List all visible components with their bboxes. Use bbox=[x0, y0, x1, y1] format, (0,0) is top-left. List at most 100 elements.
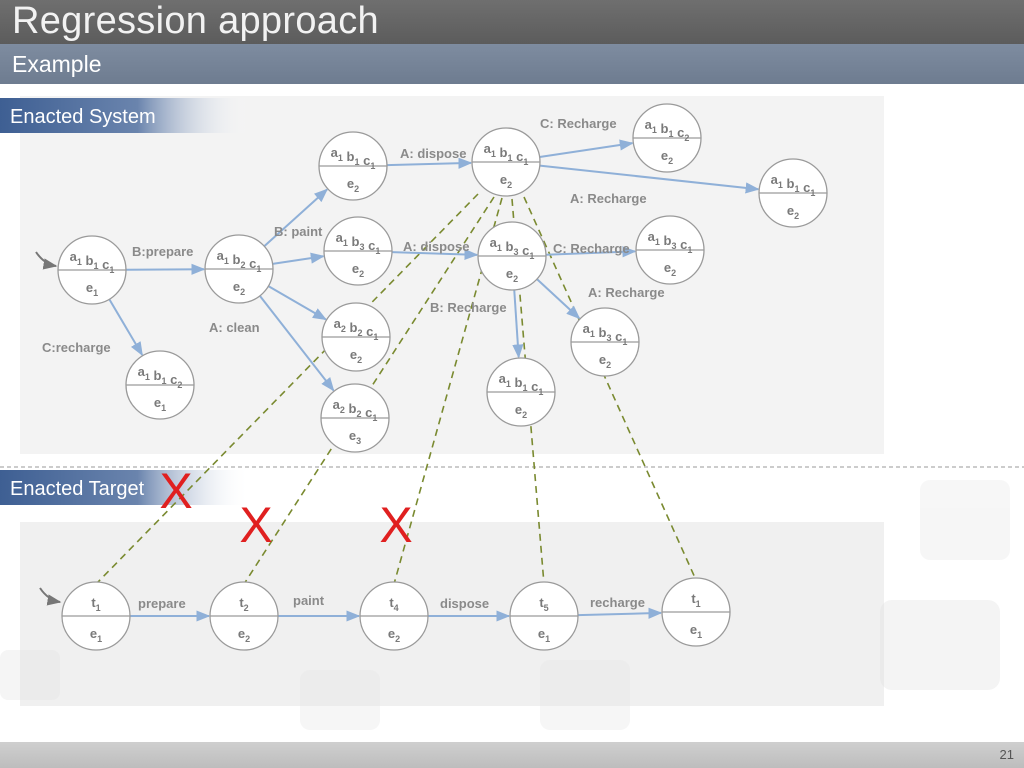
system-node-s6: a2 b2 c1 e3 bbox=[320, 383, 390, 453]
transition-edges bbox=[108, 139, 760, 622]
match-line-t4 bbox=[523, 196, 697, 581]
system-edge-s4-s8 bbox=[391, 248, 479, 261]
node-env-label: e1 bbox=[86, 280, 98, 298]
node-state-label: a1 b1 c1 bbox=[771, 172, 816, 198]
node-state-label: a1 b1 c1 bbox=[484, 141, 529, 167]
node-state-label: a1 b3 c1 bbox=[648, 229, 693, 255]
system-edge-label: A: dispose bbox=[403, 239, 469, 254]
target-panel bbox=[20, 522, 884, 706]
node-env-label: e2 bbox=[238, 626, 250, 644]
node-state-label: a1 b1 c1 bbox=[499, 371, 544, 397]
system-edge-label: C:recharge bbox=[42, 340, 111, 355]
system-edge-label: A: Recharge bbox=[570, 191, 647, 206]
enacted-target-label-text: Enacted Target bbox=[10, 478, 145, 500]
system-edge-s7-s10 bbox=[539, 164, 760, 194]
target-node-t3: t5 e1 bbox=[509, 581, 579, 651]
node-env-label: e2 bbox=[352, 261, 364, 279]
reject-mark: X bbox=[159, 463, 192, 519]
target-edge-label: prepare bbox=[138, 596, 186, 611]
node-state-label: a1 b1 c1 bbox=[331, 145, 376, 171]
system-node-s0: a1 b1 c1 e1 bbox=[57, 235, 127, 305]
regression-diagram: Enacted System Enacted Target a1 b1 c1 e1… bbox=[0, 96, 1024, 730]
system-node-s2: a1 b2 c1 e2 bbox=[204, 234, 274, 304]
page-number: 21 bbox=[999, 747, 1014, 762]
system-edge-s8-s11 bbox=[545, 246, 637, 258]
node-state-label: a1 b3 c1 bbox=[583, 321, 628, 347]
node-env-label: e1 bbox=[154, 395, 166, 413]
slide-title: Regression approach bbox=[12, 0, 379, 42]
system-edge-s7-s9 bbox=[539, 139, 634, 158]
system-edge-label: A: dispose bbox=[400, 146, 466, 161]
system-node-s7: a1 b1 c1 e2 bbox=[471, 127, 541, 197]
footer-bar: 21 bbox=[0, 742, 1024, 768]
node-env-label: e2 bbox=[599, 352, 611, 370]
system-edge-label: B: paint bbox=[274, 224, 323, 239]
node-state-label: a1 b1 c2 bbox=[645, 117, 690, 143]
system-node-s13: a1 b1 c1 e2 bbox=[486, 357, 556, 427]
system-edge-label: A: clean bbox=[209, 320, 260, 335]
node-state-label: a1 b3 c1 bbox=[336, 230, 381, 256]
system-edge-label: B: Recharge bbox=[430, 300, 507, 315]
node-state-label: t5 bbox=[539, 595, 548, 613]
target-edge-label: paint bbox=[293, 593, 325, 608]
enacted-system-label: Enacted System bbox=[0, 98, 250, 133]
system-node-s9: a1 b1 c2 e2 bbox=[632, 103, 702, 173]
node-env-label: e2 bbox=[388, 626, 400, 644]
system-node-s1: a1 b1 c2 e1 bbox=[125, 350, 195, 420]
node-env-label: e1 bbox=[538, 626, 550, 644]
node-env-label: e2 bbox=[664, 260, 676, 278]
system-node-s11: a1 b3 c1 e2 bbox=[635, 215, 705, 285]
node-state-label: t1 bbox=[91, 595, 100, 613]
start-arrow-system bbox=[35, 251, 58, 270]
system-edge-s3-s7 bbox=[386, 157, 473, 169]
node-env-label: e2 bbox=[350, 347, 362, 365]
state-nodes: a1 b1 c1 e1 a1 b1 c2 e1 a1 b2 c1 e2 a1 b1 c1 e2… bbox=[57, 103, 828, 651]
target-node-t0: t1 e1 bbox=[61, 581, 131, 651]
system-edge-label: B:prepare bbox=[132, 244, 193, 259]
system-node-s4: a1 b3 c1 e2 bbox=[323, 216, 393, 286]
node-state-label: t2 bbox=[239, 595, 248, 613]
node-env-label: e2 bbox=[661, 148, 673, 166]
system-edge-s2-s3 bbox=[263, 188, 329, 247]
background-keyboard-pattern bbox=[0, 480, 1010, 730]
target-edge-t3-t4 bbox=[577, 607, 663, 619]
system-edge-label: C: Recharge bbox=[540, 116, 617, 131]
node-env-label: e1 bbox=[690, 622, 702, 640]
target-node-t1: t2 e2 bbox=[209, 581, 279, 651]
system-edge-label: C: Recharge bbox=[553, 241, 630, 256]
system-node-s12: a1 b3 c1 e2 bbox=[570, 307, 640, 377]
node-env-label: e2 bbox=[233, 279, 245, 297]
system-node-s3: a1 b1 c1 e2 bbox=[318, 131, 388, 201]
node-state-label: a2 b2 c1 bbox=[333, 397, 378, 423]
enacted-target-label: Enacted Target bbox=[0, 470, 250, 505]
node-state-label: a1 b2 c1 bbox=[217, 248, 262, 274]
target-node-t4: t1 e1 bbox=[661, 577, 731, 647]
enacted-system-label-text: Enacted System bbox=[10, 106, 156, 128]
node-state-label: a1 b1 c1 bbox=[70, 249, 115, 275]
node-state-label: a1 b1 c2 bbox=[138, 364, 183, 390]
system-edge-s8-s12 bbox=[536, 278, 581, 320]
node-env-label: e3 bbox=[349, 428, 361, 446]
reject-mark: X bbox=[239, 497, 272, 553]
system-edge-s2-s5 bbox=[267, 285, 327, 321]
node-env-label: e2 bbox=[515, 402, 527, 420]
subtitle-bar: Example bbox=[0, 44, 1024, 84]
title-bar: Regression approach bbox=[0, 0, 1024, 44]
system-edge-s0-s1 bbox=[108, 298, 144, 357]
reject-mark: X bbox=[379, 497, 412, 553]
node-state-label: t1 bbox=[691, 591, 700, 609]
slide-subtitle: Example bbox=[12, 51, 102, 77]
node-env-label: e2 bbox=[500, 172, 512, 190]
node-env-label: e2 bbox=[506, 266, 518, 284]
system-edge-s2-s4 bbox=[272, 252, 325, 265]
start-arrow-target bbox=[39, 587, 62, 606]
system-edge-s2-s6 bbox=[259, 295, 335, 392]
node-env-label: e1 bbox=[90, 626, 102, 644]
node-env-label: e2 bbox=[347, 176, 359, 194]
system-edge-s8-s13 bbox=[512, 289, 524, 359]
